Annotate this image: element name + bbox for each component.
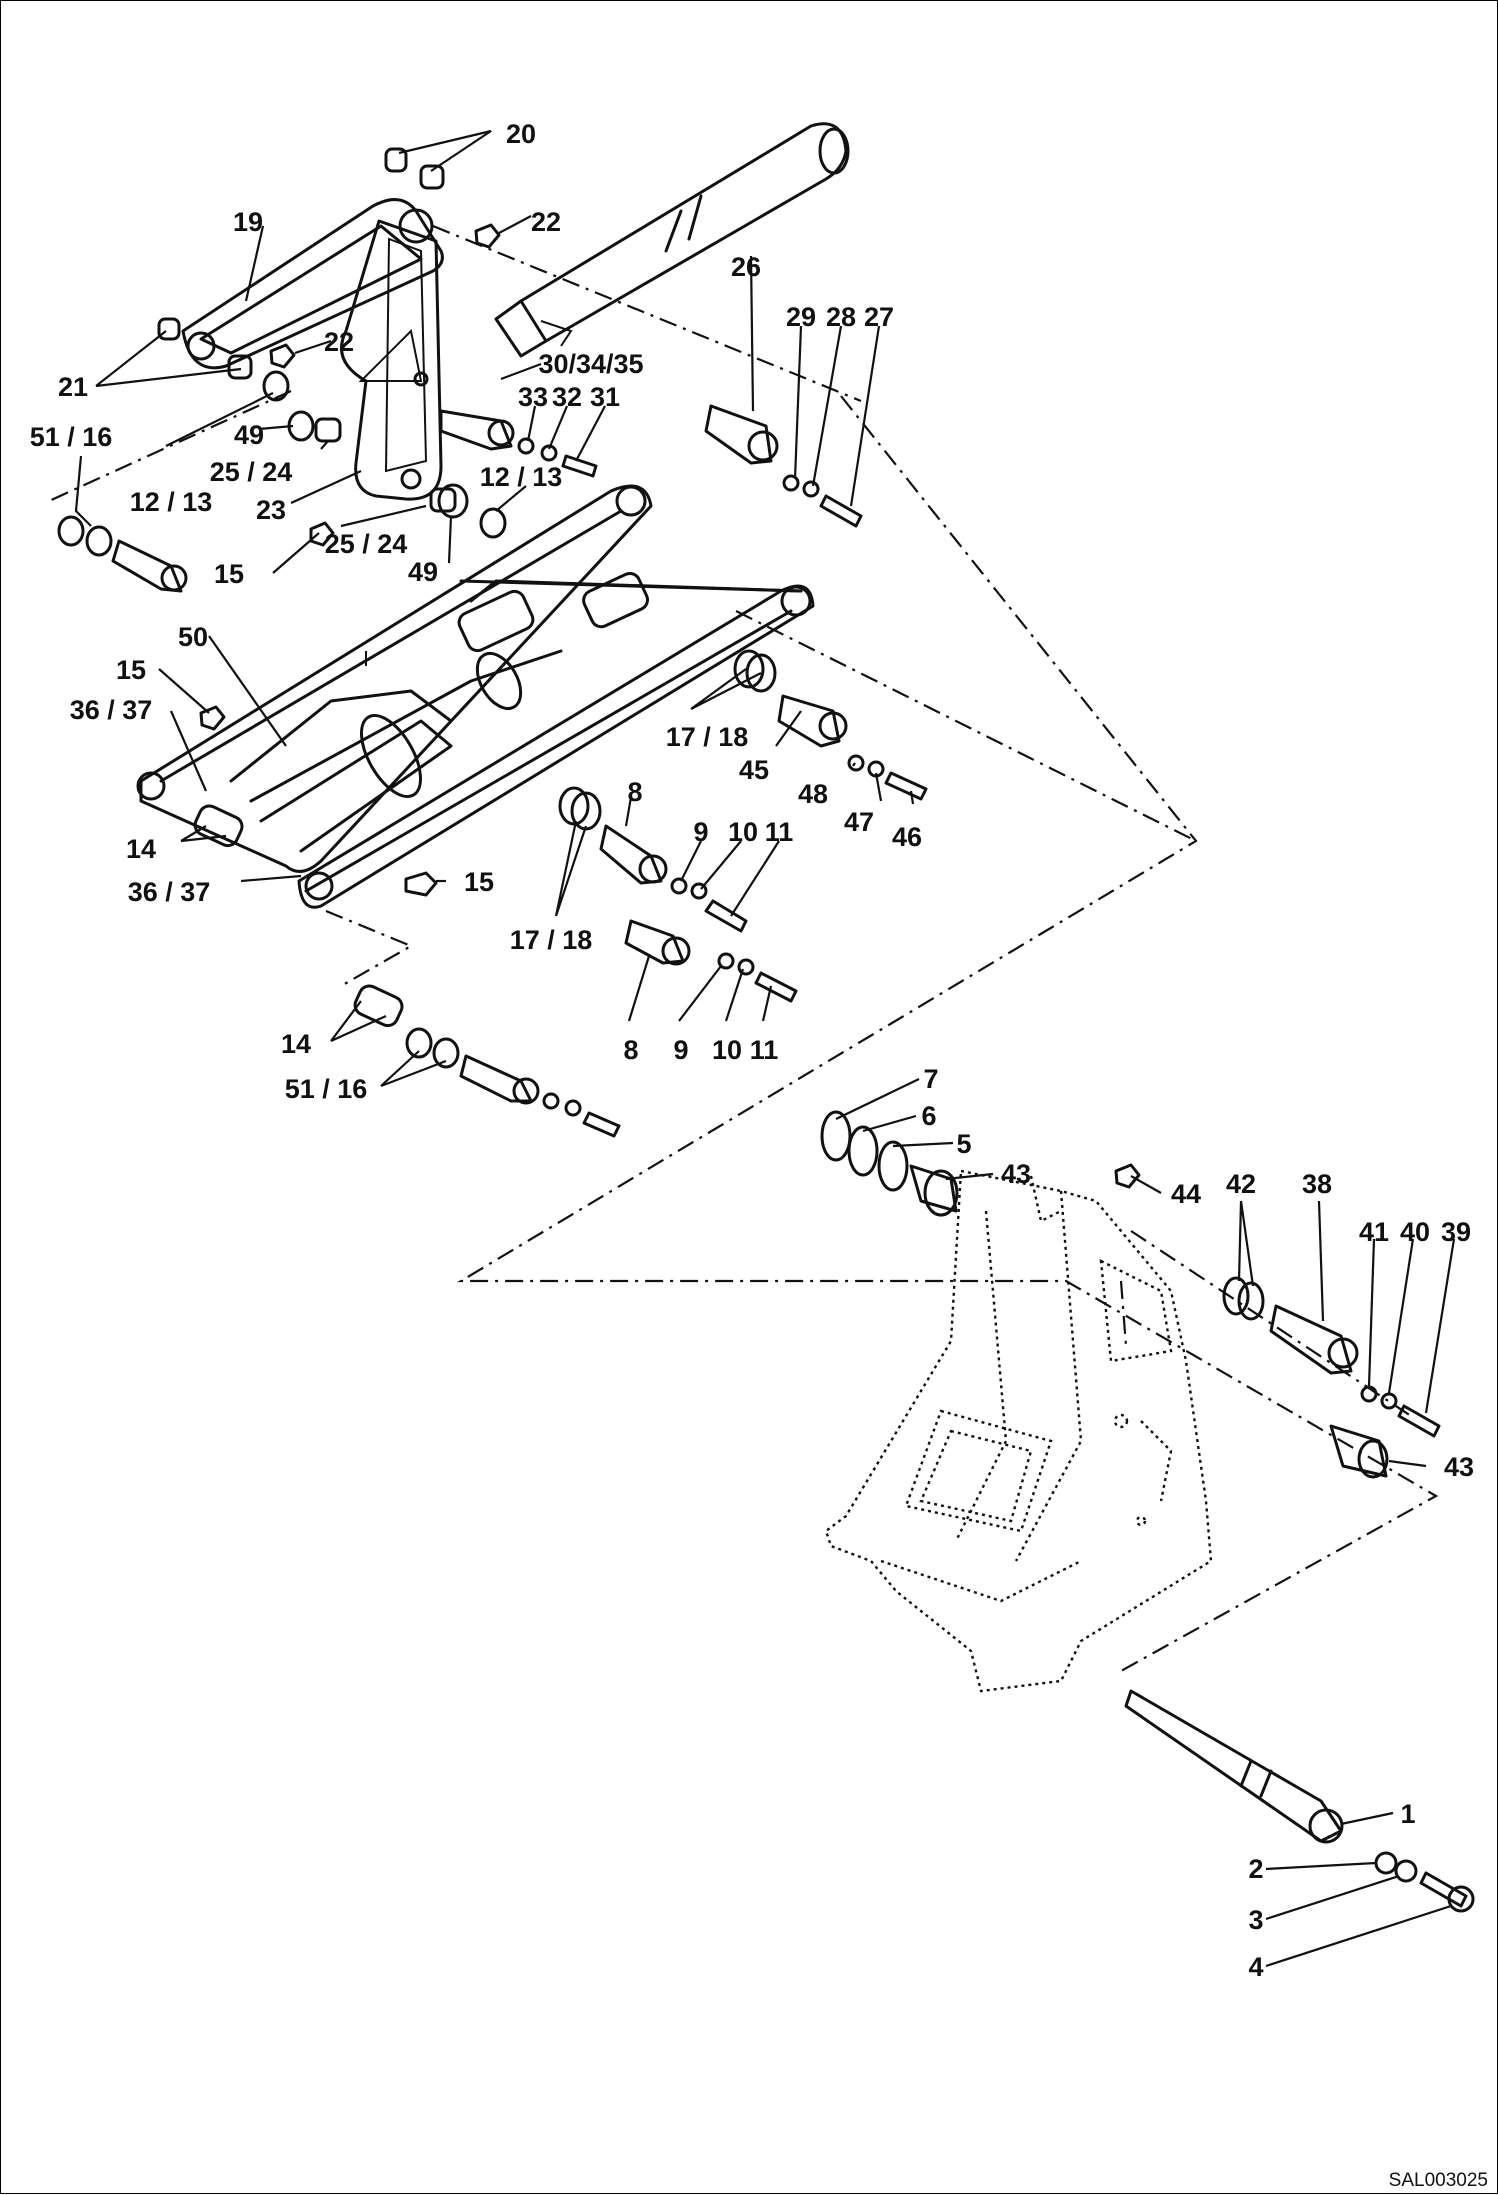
drawing-code: SAL003025 (1389, 2170, 1488, 2191)
callout-label: 29 (786, 302, 816, 332)
callout-label: 32 (552, 382, 582, 412)
callout-label: 44 (1171, 1179, 1201, 1209)
callout-label: 25 / 24 (210, 457, 293, 487)
callout-label: 10 (728, 817, 758, 847)
callout-label: 3 (1248, 1905, 1263, 1935)
callout-label: 25 / 24 (325, 529, 408, 559)
callout-label: 17 / 18 (510, 925, 593, 955)
callout-label: 15 (116, 655, 146, 685)
boom-50 (136, 484, 815, 909)
callout-label: 30/34/35 (538, 349, 643, 379)
callout-label: 5 (956, 1129, 971, 1159)
upper-lever-19 (181, 198, 444, 370)
leader-lines (74, 129, 1456, 1968)
callout-label: 10 (712, 1035, 742, 1065)
callout-label: 20 (506, 119, 536, 149)
callout-label: 45 (739, 755, 769, 785)
hardware (57, 147, 1475, 1913)
callout-label: 2 (1248, 1854, 1263, 1884)
callout-label: 9 (693, 817, 708, 847)
callout-label: 22 (531, 207, 561, 237)
callout-label: 6 (921, 1101, 936, 1131)
callout-label: 33 (518, 382, 548, 412)
callout-label: 42 (1226, 1169, 1256, 1199)
callout-label: 14 (126, 834, 156, 864)
callout-label: 17 / 18 (666, 722, 749, 752)
callout-label: 48 (798, 779, 828, 809)
callout-label: 51 / 16 (285, 1074, 368, 1104)
callout-label: 31 (590, 382, 620, 412)
callout-label: 36 / 37 (128, 877, 211, 907)
callout-label: 7 (923, 1064, 938, 1094)
callout-label: 11 (765, 817, 794, 847)
callout-label: 43 (1001, 1159, 1031, 1189)
callout-label: 46 (892, 822, 922, 852)
callout-label: 50 (178, 622, 208, 652)
callout-label: 36 / 37 (70, 695, 153, 725)
callout-label: 26 (731, 252, 761, 282)
callout-label: 8 (627, 777, 642, 807)
callout-label: 21 (58, 372, 88, 402)
callout-label: 15 (464, 867, 494, 897)
callout-label: 41 (1359, 1217, 1389, 1247)
callout-label: 23 (256, 495, 286, 525)
callout-label: 11 (750, 1035, 779, 1065)
callout-label: 22 (324, 327, 354, 357)
callout-label: 15 (214, 559, 244, 589)
callout-label: 38 (1302, 1169, 1332, 1199)
cylinder-rod (494, 122, 850, 358)
callout-label: 12 / 13 (130, 487, 213, 517)
loader-frame (824, 1169, 1213, 1693)
callout-label: 12 / 13 (480, 462, 563, 492)
bell-crank-23 (340, 219, 443, 501)
callout-label: 40 (1400, 1217, 1430, 1247)
callout-label: 4 (1248, 1952, 1263, 1982)
callout-label: 28 (826, 302, 856, 332)
callout-label: 8 (623, 1035, 638, 1065)
callout-label: 27 (864, 302, 894, 332)
callout-label: 9 (673, 1035, 688, 1065)
callout-label: 47 (844, 807, 874, 837)
callout-label: 1 (1400, 1799, 1415, 1829)
callout-label: 39 (1441, 1217, 1471, 1247)
callout-label: 49 (408, 557, 438, 587)
callout-label: 14 (281, 1029, 311, 1059)
callout-label: 19 (233, 207, 263, 237)
callout-label: 49 (234, 420, 264, 450)
callout-label: 51 / 16 (30, 422, 113, 452)
callout-label: 43 (1444, 1452, 1474, 1482)
